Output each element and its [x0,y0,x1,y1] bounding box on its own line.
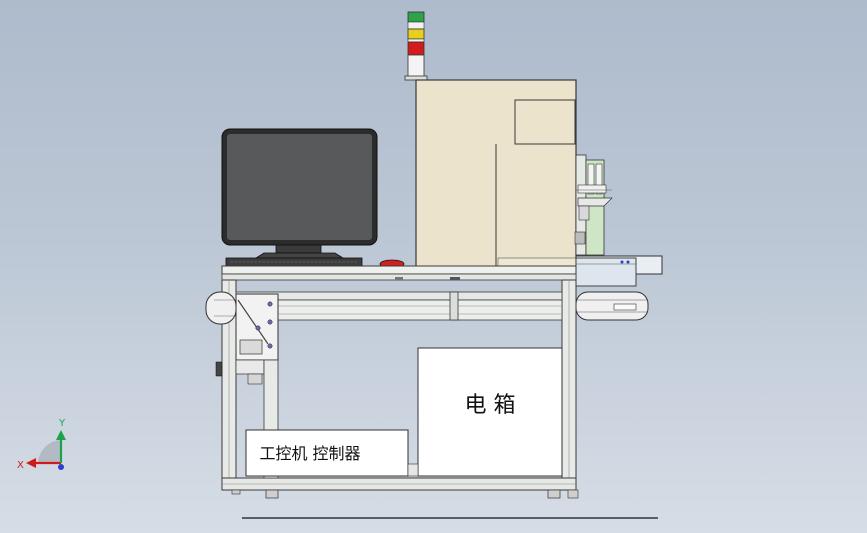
conveyor [575,255,663,321]
side-mechanism [574,154,613,256]
coordinate-axis-triad-icon [26,430,66,470]
electrical-box [417,347,563,477]
triad-x-label: X [17,460,24,471]
ipc-controller-box [245,429,419,477]
ipc-controller-label: 工控机 控制器 [259,444,360,463]
electrical-box-label: 电 箱 [465,393,516,418]
triad-y-label: Y [58,418,66,429]
machine-enclosure [415,79,577,273]
aluminum-frame [221,279,579,499]
industrial-monitor [221,128,378,259]
worktable-top [221,265,577,281]
signal-light-tower [404,11,428,81]
